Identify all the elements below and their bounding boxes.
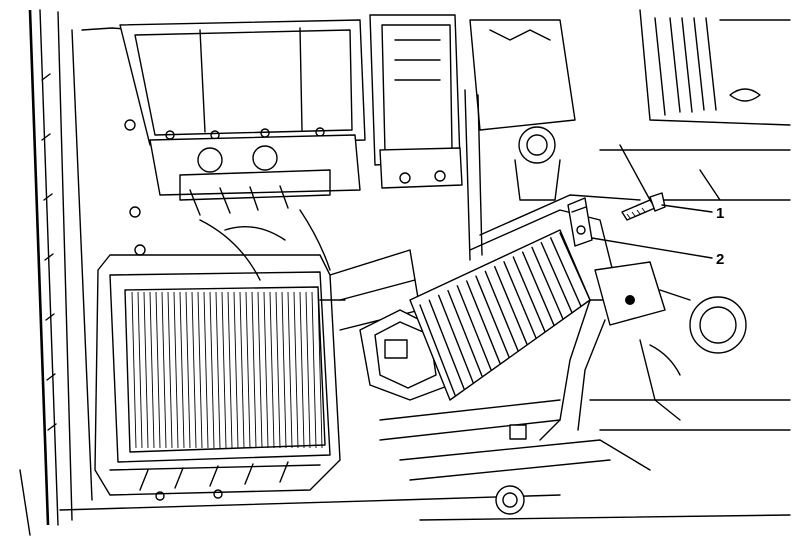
vehicle-body-outline bbox=[19, 9, 791, 536]
electrical-center bbox=[119, 19, 366, 216]
air-intake-duct bbox=[409, 194, 641, 401]
bolt-component bbox=[621, 192, 666, 221]
throttle-body-area bbox=[539, 261, 791, 441]
air-cleaner-housing bbox=[94, 254, 341, 501]
engine-cover bbox=[599, 9, 791, 201]
sensor-component bbox=[567, 197, 593, 247]
callout-leader-1 bbox=[661, 204, 713, 213]
callout-label-1: 1 bbox=[716, 205, 724, 222]
center-hoses bbox=[129, 206, 331, 281]
reservoir-area bbox=[464, 19, 576, 261]
callout-label-2: 2 bbox=[716, 251, 724, 268]
callout-leader-2 bbox=[591, 237, 713, 259]
module-housing bbox=[369, 14, 463, 189]
lower-hoses bbox=[379, 399, 651, 515]
